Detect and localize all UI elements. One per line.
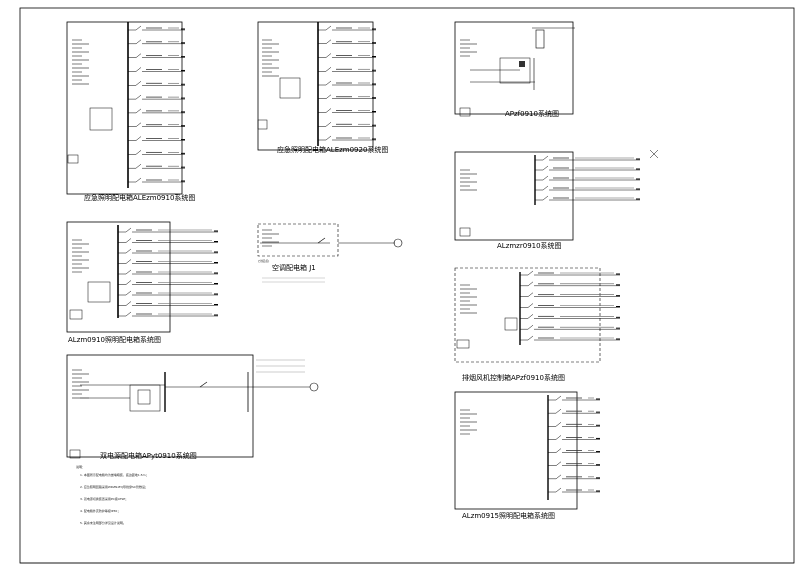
panel-title: APzf0910系统图 [505, 109, 559, 118]
panel-kt-j1: (分接点) 空调配电箱 J1 [257, 223, 403, 283]
panel-title: 排烟风机控制箱APzf0910系统图 [462, 373, 565, 382]
note-line: 5. 其余未注明部分详见设计说明。 [80, 520, 126, 525]
panel-ap-zf-ale0910: 排烟风机控制箱APzf0910系统图 [454, 267, 620, 382]
panel-al-zm0910: ALzm0910照明配电箱系统图 [66, 221, 218, 344]
note-line: 2. 应急照明回路采用WDZN-BYJ导线穿SC管敷设； [80, 484, 148, 489]
note-line: 4. 配电箱外壳防护等级IP30； [80, 508, 120, 513]
cad-annotation-strokes [72, 39, 477, 435]
panel-title: 双电源配电箱APyt0910系统图 [100, 451, 197, 460]
panel-title: 空调配电箱 J1 [272, 263, 316, 272]
panel-ale-zm0920: 应急照明配电箱ALEzm0920系统图 [257, 21, 388, 154]
drawing-border [19, 7, 795, 564]
legend-left-label: (分接点) [258, 258, 269, 263]
panel-ap-yt0910: 双电源配电箱APyt0910系统图 [66, 354, 319, 460]
panel-alzm-0915: ALzm0915照明配电箱系统图 [454, 391, 600, 520]
note-line: 1. 本图所示配电箱均为嵌墙暗装，底边距地1.5m； [80, 472, 149, 477]
panel-title: ALzm0915照明配电箱系统图 [462, 511, 555, 520]
notes-heading: 说明： [76, 464, 85, 469]
panel-ap-zf0910: APzf0910系统图 [454, 21, 575, 118]
panel-title: ALzm0910照明配电箱系统图 [68, 335, 161, 344]
panel-ale-zm0910: 应急照明配电箱ALEzm0910系统图 [66, 21, 195, 202]
panel-alzm-zr0910: ALzmzr0910系统图 [454, 149, 659, 250]
panel-title: 应急照明配电箱ALEzm0910系统图 [84, 193, 195, 202]
panel-title: 应急照明配电箱ALEzm0920系统图 [277, 145, 388, 154]
note-line: 3. 双电源切换装置采用PC级ATSE； [80, 496, 128, 501]
panel-title: ALzmzr0910系统图 [497, 241, 562, 250]
design-notes: 说明： 1. 本图所示配电箱均为嵌墙暗装，底边距地1.5m； 2. 应急照明回路… [76, 464, 149, 525]
